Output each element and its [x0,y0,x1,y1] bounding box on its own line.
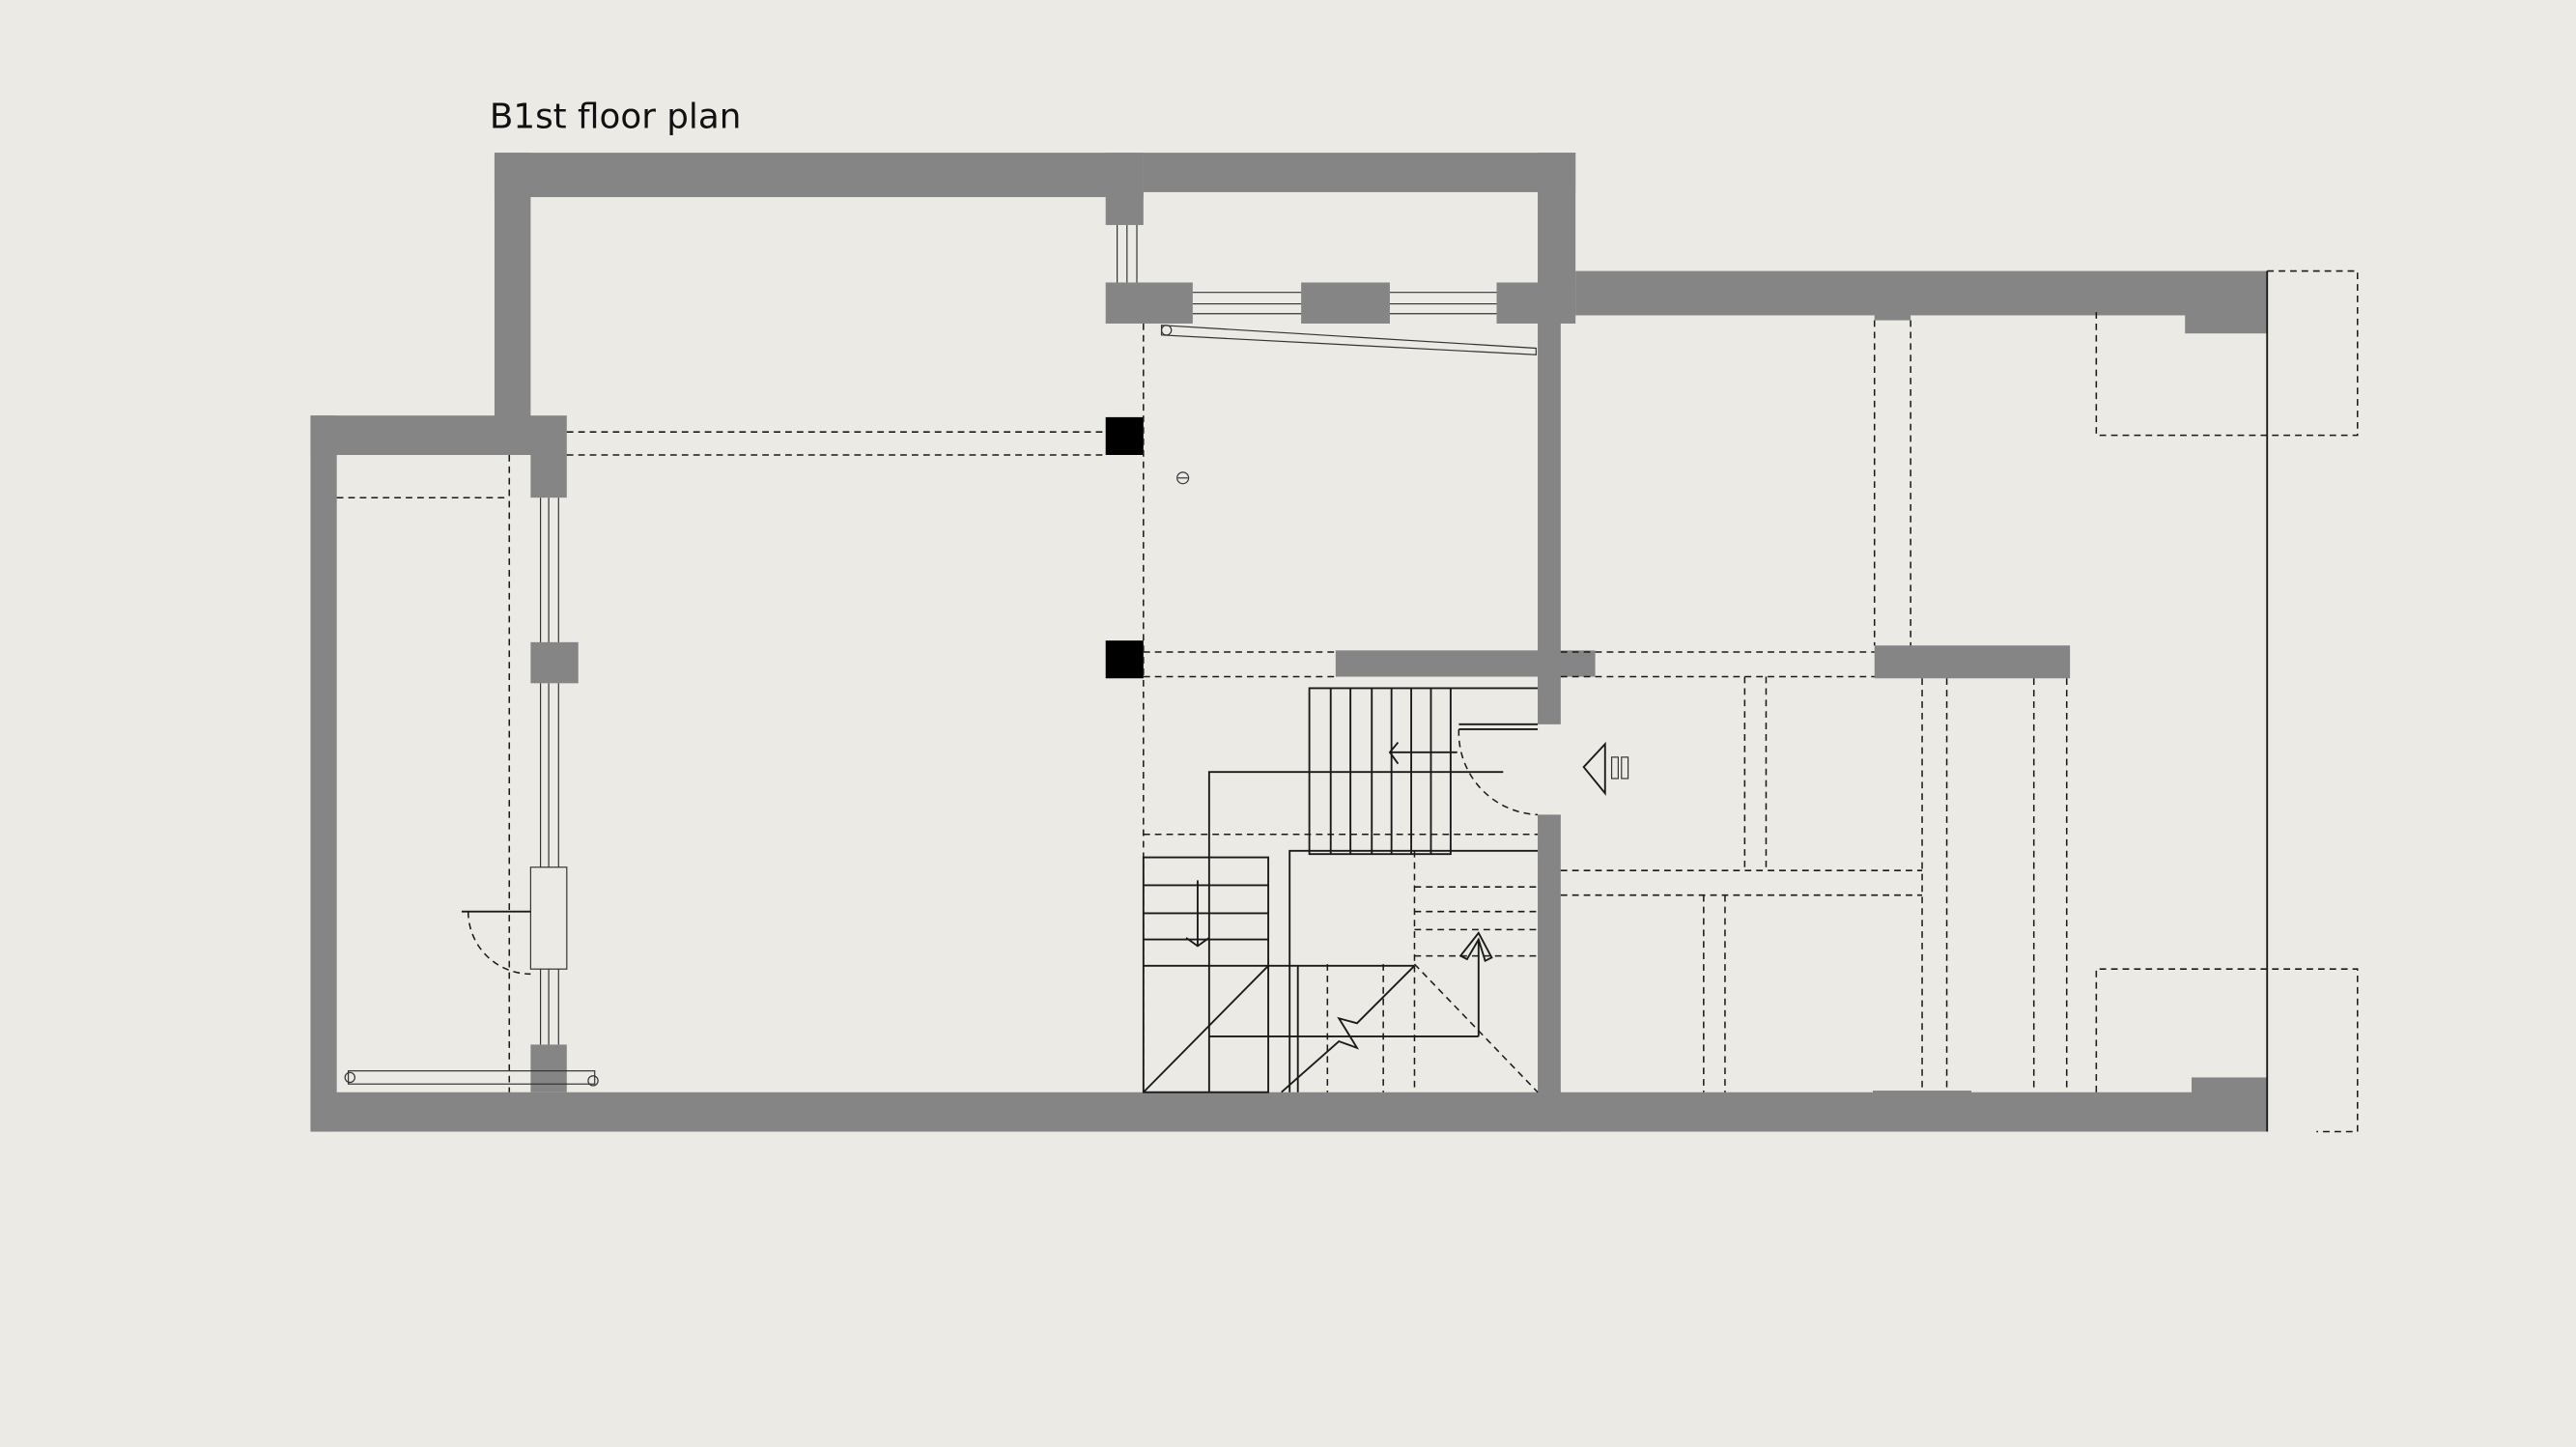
plan-title: B1st floor plan [490,98,741,137]
walls [310,153,2268,1132]
doors-and-misc [344,325,1537,1087]
dashed-outlines [336,270,2359,1133]
staircase [1142,687,1539,1093]
windows [529,224,1497,1045]
columns [1105,416,1144,679]
entrance-arrow-icon [1582,741,1629,796]
